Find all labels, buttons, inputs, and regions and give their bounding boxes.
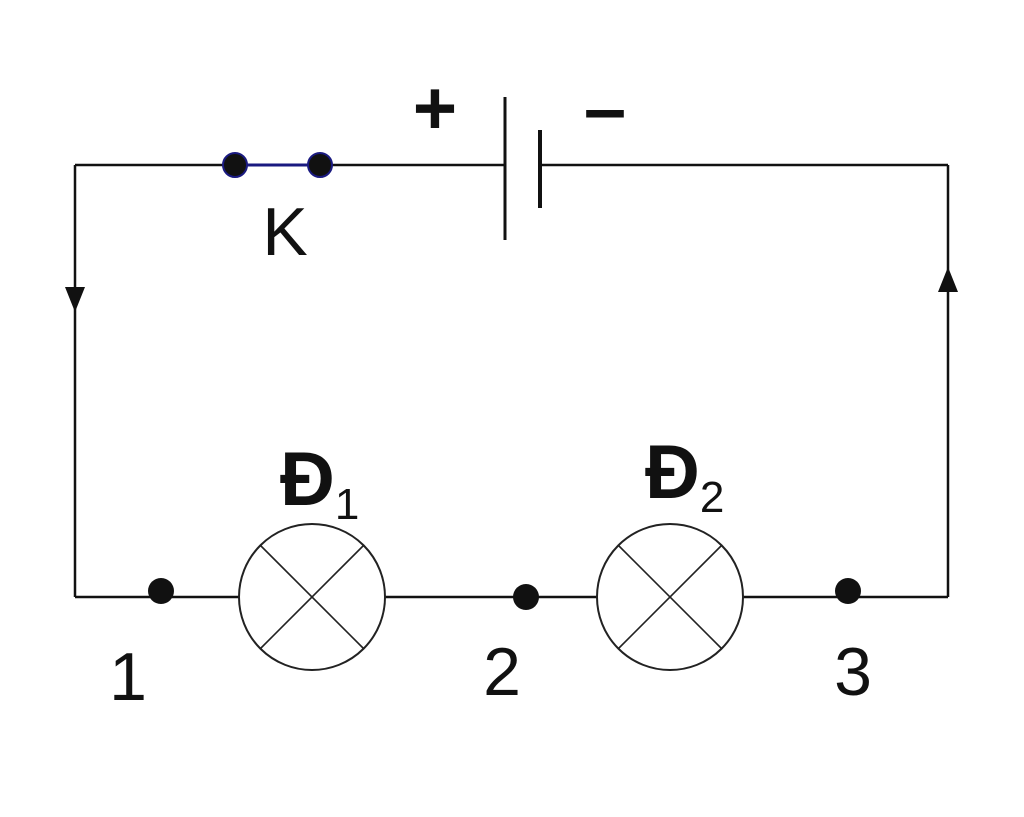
switch-contact-left: [222, 152, 248, 178]
battery-minus-label: –: [584, 66, 626, 151]
switch-contact-right: [307, 152, 333, 178]
lamp-1-label: Đ1: [280, 437, 359, 529]
lamp-1-cross-b: [259, 544, 365, 650]
current-arrow-down-icon: [65, 287, 85, 312]
lamp-2-cross-b: [617, 544, 723, 650]
point-1-label: 1: [109, 639, 147, 715]
point-2-label: 2: [483, 634, 521, 710]
point-3-node: [835, 578, 861, 604]
point-2-node: [513, 584, 539, 610]
switch-k: K: [222, 152, 333, 270]
current-arrow-up-icon: [938, 267, 958, 292]
point-1-node: [148, 578, 174, 604]
battery-plus-label: +: [413, 66, 457, 151]
battery: + –: [413, 66, 626, 240]
point-3-label: 3: [834, 634, 872, 710]
lamp-2-label: Đ2: [645, 430, 724, 522]
switch-label: K: [262, 194, 307, 270]
lamp-1: Đ1: [238, 437, 386, 671]
lamp-2: Đ2: [596, 430, 744, 671]
